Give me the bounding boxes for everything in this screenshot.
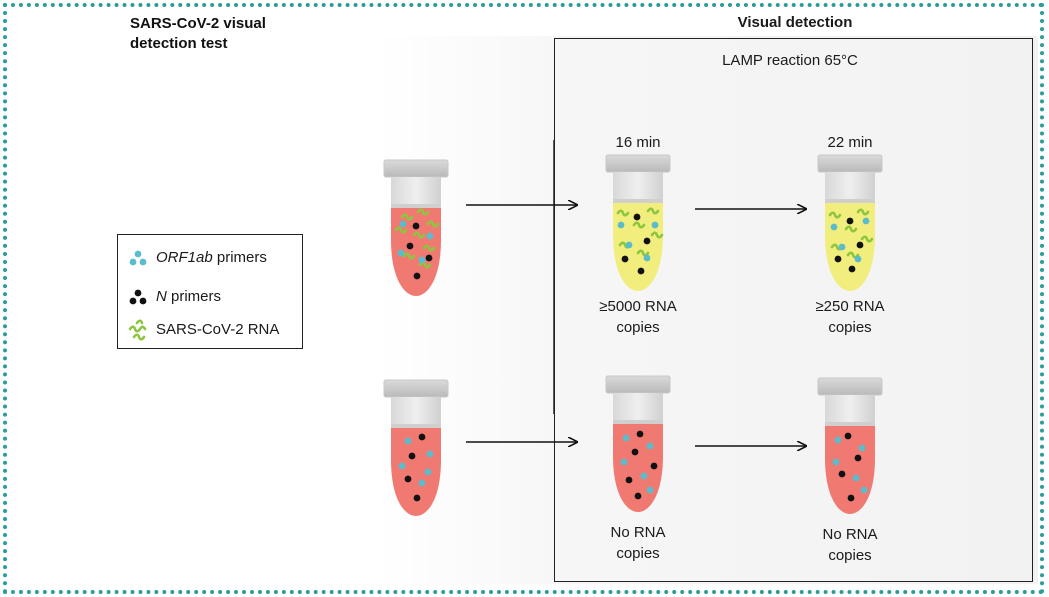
- legend-n-primers: N primers: [118, 286, 302, 308]
- legend-rna: SARS-CoV-2 RNA: [118, 319, 302, 341]
- time-16-label: 16 min: [615, 134, 661, 151]
- legend-orf1ab: ORF1ab primers: [118, 247, 302, 269]
- result-16-positive: ≥5000 RNA copies: [599, 298, 677, 336]
- result-22-positive: ≥250 RNA copies: [815, 298, 885, 336]
- lamp-reaction-label: LAMP reaction 65°C: [722, 52, 858, 69]
- tube-22min-positive: [817, 154, 883, 291]
- time-22-label: 22 min: [827, 134, 873, 151]
- result-16-negative: No RNA copies: [610, 524, 666, 562]
- dotted-frame: [3, 3, 1044, 594]
- rna-strand-icon: [128, 319, 147, 341]
- result-22-negative: No RNA copies: [822, 526, 878, 564]
- visual-detection-title: Visual detection: [737, 14, 853, 31]
- shaded-panel: [376, 36, 1038, 584]
- tube-16min-positive: [605, 154, 671, 291]
- bracket-line: [553, 140, 555, 414]
- black-primer-icon: [129, 289, 147, 305]
- tube-sample-negative: [383, 379, 449, 516]
- legend: ORF1ab primers N primers SARS-CoV-2 RNA: [117, 234, 303, 349]
- tube-sample-positive: [383, 159, 449, 296]
- tube-22min-negative: [817, 377, 883, 514]
- figure-title: SARS-CoV-2 visual detection test: [130, 15, 266, 52]
- tube-16min-negative: [605, 375, 671, 512]
- cyan-primer-icon: [129, 250, 147, 266]
